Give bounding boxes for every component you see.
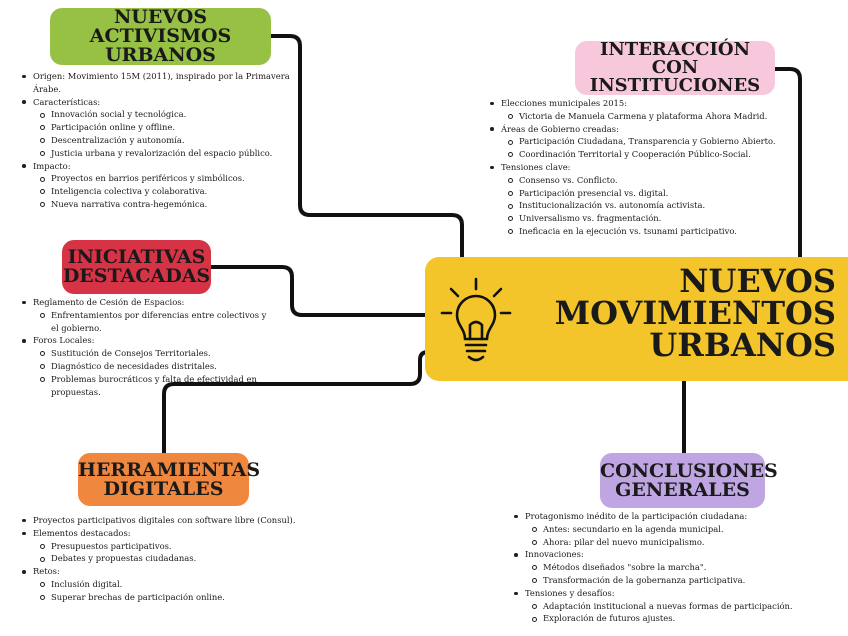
sub-list: Proyectos en barrios periféricos y simbó…	[33, 172, 312, 210]
lightbulb-icon	[440, 277, 512, 362]
sub-list-item: Justicia urbana y revalorización del esp…	[40, 147, 312, 160]
list-item-text: Proyectos participativos digitales con s…	[33, 515, 296, 525]
sub-list: Adaptación institucional a nuevas formas…	[525, 600, 834, 626]
sub-list: Presupuestos participativos.Debates y pr…	[33, 540, 302, 566]
sub-list: Enfrentamientos por diferencias entre co…	[33, 309, 267, 335]
list-item-text: Elecciones municipales 2015:	[501, 98, 628, 108]
sub-list-item: Participación presencial vs. digital.	[508, 187, 805, 200]
sub-list-item: Problemas burocráticos y falta de efecti…	[40, 373, 267, 399]
list-item-text: Tensiones y desafíos:	[525, 587, 615, 598]
sub-list: Victoria de Manuela Carmena y plataforma…	[501, 110, 805, 123]
list-item: Características:Innovación social y tecn…	[22, 96, 312, 160]
sub-list-item: Proyectos en barrios periféricos y simbó…	[40, 172, 312, 185]
sub-list-item: Descentralización y autonomía.	[40, 134, 312, 147]
list-item: Innovaciones:Métodos diseñados "sobre la…	[514, 548, 834, 586]
list-item: Tensiones clave: Consenso vs. Conflicto.P…	[490, 161, 805, 238]
bullet-list: Proyectos participativos digitales con s…	[22, 514, 302, 604]
bullet-list: Elecciones municipales 2015: Victoria de …	[490, 97, 805, 238]
bullet-list: Protagonismo inédito de la participación…	[514, 510, 834, 625]
sub-list-item: Antes: secundario en la agenda municipal…	[532, 523, 834, 536]
connector-activismos	[269, 34, 464, 260]
list-item-text: Tensiones clave:	[501, 161, 571, 172]
list-item: Reglamento de Cesión de Espacios: Enfrent…	[22, 296, 267, 334]
sub-list-item: Innovación social y tecnológica.	[40, 108, 312, 121]
connector-iniciativas	[209, 265, 428, 317]
branch-content-conclusiones: Protagonismo inédito de la participación…	[514, 510, 834, 625]
list-item: Elecciones municipales 2015: Victoria de …	[490, 97, 805, 123]
list-item-text: Áreas de Gobierno creadas:	[501, 123, 619, 134]
sub-list: Innovación social y tecnológica.Particip…	[33, 108, 312, 159]
bullet-list: Reglamento de Cesión de Espacios: Enfrent…	[22, 296, 267, 398]
branch-content-interaccion: Elecciones municipales 2015: Victoria de …	[490, 97, 805, 238]
sub-list-item: Debates y propuestas ciudadanas.	[40, 552, 302, 565]
list-item: Protagonismo inédito de la participación…	[514, 510, 834, 548]
list-item-text: Elementos destacados:	[33, 527, 131, 538]
sub-list-item: Participación online y offline.	[40, 121, 312, 134]
sub-list-item: Coordinación Territorial y Cooperación P…	[508, 148, 805, 161]
list-item: Proyectos participativos digitales con s…	[22, 514, 302, 527]
list-item-text: Reglamento de Cesión de Espacios:	[33, 297, 185, 307]
sub-list-item: Sustitución de Consejos Territoriales.	[40, 347, 267, 360]
sub-list-item: Nueva narrativa contra-hegemónica.	[40, 198, 312, 211]
sub-list: Antes: secundario en la agenda municipal…	[525, 523, 834, 549]
sub-list-item: Adaptación institucional a nuevas formas…	[532, 600, 834, 613]
sub-list-item: Métodos diseñados "sobre la marcha".	[532, 561, 834, 574]
list-item: Elementos destacados: Presupuestos partic…	[22, 527, 302, 565]
sub-list: Consenso vs. Conflicto.Participación pre…	[501, 174, 805, 238]
list-item: Impacto:Proyectos en barrios periféricos…	[22, 160, 312, 211]
sub-list-item: Institucionalización vs. autonomía activ…	[508, 199, 805, 212]
bullet-list: Origen: Movimiento 15M (2011), inspirado…	[22, 70, 312, 211]
sub-list-item: Enfrentamientos por diferencias entre co…	[40, 309, 267, 335]
list-item: Áreas de Gobierno creadas:Participación …	[490, 123, 805, 161]
list-item: Origen: Movimiento 15M (2011), inspirado…	[22, 70, 312, 96]
sub-list-item: Victoria de Manuela Carmena y plataforma…	[508, 110, 805, 123]
sub-list-item: Inteligencia colectiva y colaborativa.	[40, 185, 312, 198]
list-item-text: Características:	[33, 96, 101, 107]
sub-list: Métodos diseñados "sobre la marcha".Tran…	[525, 561, 834, 587]
sub-list-item: Diagnóstico de necesidades distritales.	[40, 360, 267, 373]
sub-list: Sustitución de Consejos Territoriales.Di…	[33, 347, 267, 398]
sub-list-item: Presupuestos participativos.	[40, 540, 302, 553]
connector-herramientas	[162, 350, 430, 455]
sub-list-item: Inclusión digital.	[40, 578, 302, 591]
sub-list-item: Superar brechas de participación online.	[40, 591, 302, 604]
sub-list-item: Transformación de la gobernanza particip…	[532, 574, 834, 587]
sub-list-item: Participación Ciudadana, Transparencia y…	[508, 135, 805, 148]
branch-content-activismos: Origen: Movimiento 15M (2011), inspirado…	[22, 70, 312, 211]
list-item-text: Impacto:	[33, 160, 71, 171]
list-item-text: Innovaciones:	[525, 549, 584, 560]
sub-list-item: Exploración de futuros ajustes.	[532, 612, 834, 625]
list-item: Tensiones y desafíos: Adaptación instituc…	[514, 587, 834, 625]
branch-content-iniciativas: Reglamento de Cesión de Espacios: Enfrent…	[22, 296, 267, 398]
sub-list-item: Ineficacia en la ejecución vs. tsunami p…	[508, 225, 805, 238]
sub-list: Participación Ciudadana, Transparencia y…	[501, 135, 805, 161]
sub-list-item: Consenso vs. Conflicto.	[508, 174, 805, 187]
list-item-text: Retos:	[33, 566, 60, 577]
list-item-text: Origen: Movimiento 15M (2011), inspirado…	[33, 71, 290, 94]
sub-list: Inclusión digital.Superar brechas de par…	[33, 578, 302, 604]
sub-list-item: Universalismo vs. fragmentación.	[508, 212, 805, 225]
list-item-text: Protagonismo inédito de la participación…	[525, 511, 748, 521]
sub-list-item: Ahora: pilar del nuevo municipalismo.	[532, 536, 834, 549]
connector-interaccion	[773, 67, 802, 260]
list-item-text: Foros Locales:	[33, 335, 95, 346]
list-item: Foros Locales:Sustitución de Consejos Te…	[22, 334, 267, 398]
branch-content-herramientas: Proyectos participativos digitales con s…	[22, 514, 302, 604]
list-item: Retos:Inclusión digital.Superar brechas …	[22, 565, 302, 603]
